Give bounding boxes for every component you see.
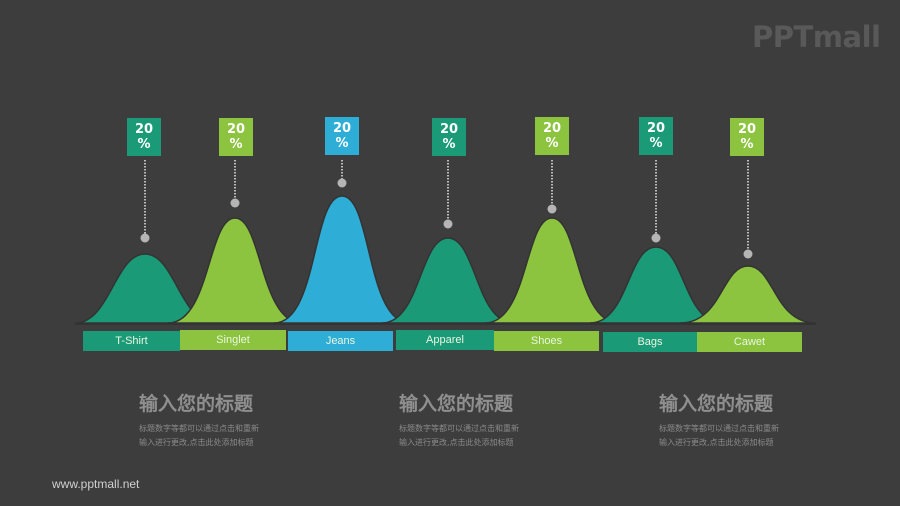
label-singlet: Singlet xyxy=(180,330,286,350)
value-tag-apparel: 20% xyxy=(432,118,466,156)
bell-cawet xyxy=(679,265,817,324)
bell-curves xyxy=(74,195,817,324)
label-apparel: Apparel xyxy=(396,330,494,350)
footer-url: www.pptmall.net xyxy=(52,477,140,491)
block-desc[interactable]: 标题数字等都可以通过点击和重新输入进行更改,点击此处添加标题 xyxy=(659,424,779,447)
pptmall-logo: PPTmall xyxy=(752,20,881,54)
bell-bags xyxy=(589,246,723,324)
block-desc[interactable]: 标题数字等都可以通过点击和重新输入进行更改,点击此处添加标题 xyxy=(139,424,259,447)
block-title[interactable]: 输入您的标题 xyxy=(139,393,254,415)
label-shoes: Shoes xyxy=(494,331,599,351)
text-block-2: 输入您的标题 标题数字等都可以通过点击和重新输入进行更改,点击此处添加标题 xyxy=(399,389,599,450)
label-jeans: Jeans xyxy=(288,331,393,351)
value-tag-jeans: 20% xyxy=(325,117,359,155)
text-block-3: 输入您的标题 标题数字等都可以通过点击和重新输入进行更改,点击此处添加标题 xyxy=(659,389,859,450)
value-tag-tshirt: 20% xyxy=(127,118,161,156)
pins xyxy=(144,160,749,252)
pin-dots xyxy=(140,178,753,259)
bell-apparel xyxy=(381,237,515,324)
bell-singlet xyxy=(167,217,303,324)
text-block-1: 输入您的标题 标题数字等都可以通过点击和重新输入进行更改,点击此处添加标题 xyxy=(139,389,339,450)
value-tag-bags: 20% xyxy=(639,117,673,155)
label-bags: Bags xyxy=(603,332,697,352)
value-tag-cawet: 20% xyxy=(730,118,764,156)
block-desc[interactable]: 标题数字等都可以通过点击和重新输入进行更改,点击此处添加标题 xyxy=(399,424,519,447)
block-title[interactable]: 输入您的标题 xyxy=(659,393,774,415)
value-tag-shoes: 20% xyxy=(535,117,569,155)
bell-shoes xyxy=(484,217,620,324)
bell-jeans xyxy=(273,195,411,324)
label-tshirt: T-Shirt xyxy=(83,331,180,351)
block-title[interactable]: 输入您的标题 xyxy=(399,393,514,415)
value-tag-singlet: 20% xyxy=(219,118,253,156)
label-cawet: Cawet xyxy=(697,332,802,352)
